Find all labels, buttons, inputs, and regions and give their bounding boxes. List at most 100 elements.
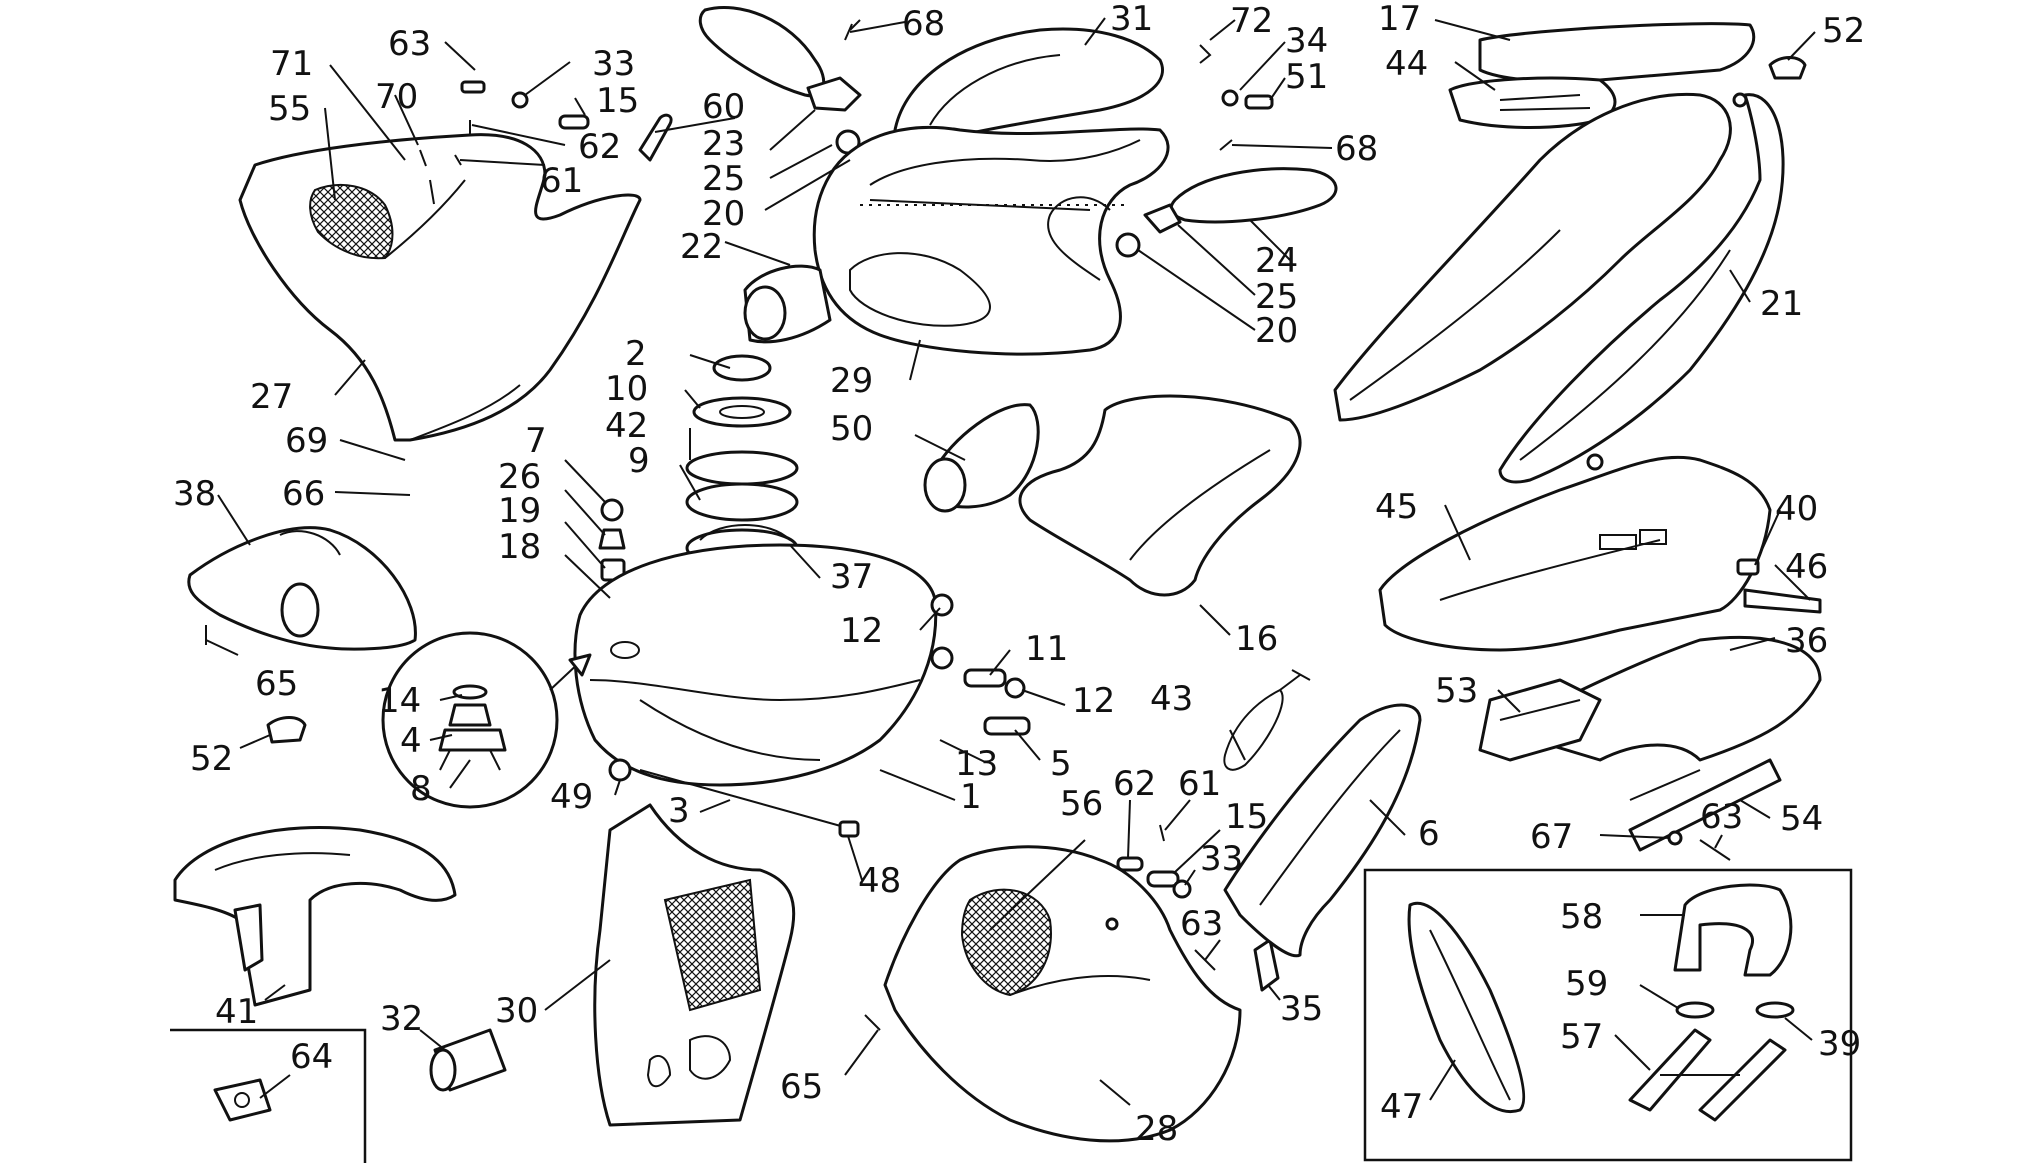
callout-63: 63 — [1180, 904, 1223, 944]
callout-30: 30 — [495, 991, 538, 1031]
callout-18: 18 — [498, 527, 541, 567]
windscreen — [893, 27, 1164, 145]
grab-rail-inset — [1363, 868, 1853, 1162]
callout-48: 48 — [858, 861, 901, 901]
callout-34: 34 — [1285, 21, 1328, 61]
callout-8: 8 — [410, 769, 432, 809]
callout-15: 15 — [1225, 797, 1268, 837]
callout-25: 25 — [1255, 277, 1298, 317]
callout-43: 43 — [1150, 679, 1193, 719]
callout-58: 58 — [1560, 897, 1603, 937]
callout-35: 35 — [1280, 989, 1323, 1029]
callout-29: 29 — [830, 361, 873, 401]
callout-12: 12 — [1072, 681, 1115, 721]
callout-16: 16 — [1235, 619, 1278, 659]
callout-63: 63 — [1700, 797, 1743, 837]
part-34 — [1221, 89, 1239, 107]
clip-64-box — [170, 1028, 367, 1163]
callout-64: 64 — [290, 1037, 333, 1077]
callout-21: 21 — [1760, 284, 1803, 324]
callout-33: 33 — [592, 44, 635, 84]
lower-belly-pan — [593, 803, 796, 1127]
callout-52: 52 — [190, 739, 233, 779]
right-air-duct — [923, 403, 1040, 513]
rear-bracket-assembly — [1478, 635, 1822, 852]
callout-3: 3 — [668, 791, 690, 831]
callout-54: 54 — [1780, 799, 1823, 839]
rider-seat — [1018, 394, 1302, 597]
callout-39: 39 — [1818, 1024, 1861, 1064]
front-mudguard — [173, 826, 457, 1007]
part-40 — [1736, 558, 1760, 576]
cable-43 — [1223, 669, 1311, 771]
callout-66: 66 — [282, 474, 325, 514]
left-mirror — [698, 5, 862, 155]
callout-38: 38 — [173, 474, 216, 514]
part-46 — [1743, 588, 1822, 614]
screw-68-top — [844, 19, 861, 41]
left-air-duct — [743, 264, 832, 344]
callout-17: 17 — [1378, 0, 1421, 39]
callout-46: 46 — [1785, 547, 1828, 587]
callout-70: 70 — [375, 77, 418, 117]
callout-68: 68 — [1335, 129, 1378, 169]
callout-60: 60 — [702, 87, 745, 127]
callout-28: 28 — [1135, 1109, 1178, 1149]
callout-59: 59 — [1565, 964, 1608, 1004]
callout-61: 61 — [1178, 764, 1221, 804]
rear-hugger — [1223, 703, 1422, 958]
callout-65: 65 — [780, 1067, 823, 1107]
callout-52: 52 — [1822, 11, 1865, 51]
callout-37: 37 — [830, 557, 873, 597]
callout-20: 20 — [702, 194, 745, 234]
fuel-cap-stack — [685, 354, 799, 568]
callout-67: 67 — [1530, 817, 1573, 857]
callout-25: 25 — [702, 159, 745, 199]
callout-19: 19 — [498, 491, 541, 531]
left-fairing-fasteners — [419, 80, 590, 205]
tail-seat-cowl — [1448, 22, 1756, 129]
callout-51: 51 — [1285, 57, 1328, 97]
callout-32: 32 — [380, 999, 423, 1039]
callout-1: 1 — [960, 777, 982, 817]
callout-11: 11 — [1025, 629, 1068, 669]
callout-44: 44 — [1385, 44, 1428, 84]
part-48 — [838, 820, 860, 838]
callout-65: 65 — [255, 664, 298, 704]
callout-41: 41 — [215, 992, 258, 1032]
tank-mount-parts — [963, 668, 1031, 736]
callout-40: 40 — [1775, 489, 1818, 529]
rod-3 — [639, 769, 856, 831]
callout-62: 62 — [1113, 764, 1156, 804]
tail-fairing — [1333, 92, 1785, 484]
callout-62: 62 — [578, 127, 621, 167]
callout-71: 71 — [270, 44, 313, 84]
callout-14: 14 — [378, 681, 421, 721]
clamp-35 — [1253, 938, 1280, 992]
clip-52-left — [266, 716, 307, 744]
callout-68: 68 — [902, 4, 945, 44]
callout-57: 57 — [1560, 1017, 1603, 1057]
callout-72: 72 — [1230, 1, 1273, 41]
callout-27: 27 — [250, 377, 293, 417]
part-51 — [1244, 94, 1274, 110]
bracket-60 — [638, 113, 673, 162]
callout-61: 61 — [540, 161, 583, 201]
callout-55: 55 — [268, 89, 311, 129]
part-72 — [1199, 44, 1212, 64]
callout-47: 47 — [1380, 1087, 1423, 1127]
tube-32 — [429, 1028, 507, 1092]
callout-13: 13 — [955, 744, 998, 784]
callout-labels: 71 63 33 55 70 15 62 61 27 69 66 38 65 5… — [173, 0, 1865, 1149]
callout-26: 26 — [498, 457, 541, 497]
callout-33: 33 — [1200, 839, 1243, 879]
callout-22: 22 — [680, 227, 723, 267]
callout-24: 24 — [1255, 241, 1298, 281]
callout-4: 4 — [400, 721, 422, 761]
screw-63-right — [1699, 839, 1731, 861]
rear-undertray — [1378, 453, 1772, 652]
clip-52-right — [1768, 56, 1807, 80]
callout-2: 2 — [625, 334, 647, 374]
callout-36: 36 — [1785, 621, 1828, 661]
